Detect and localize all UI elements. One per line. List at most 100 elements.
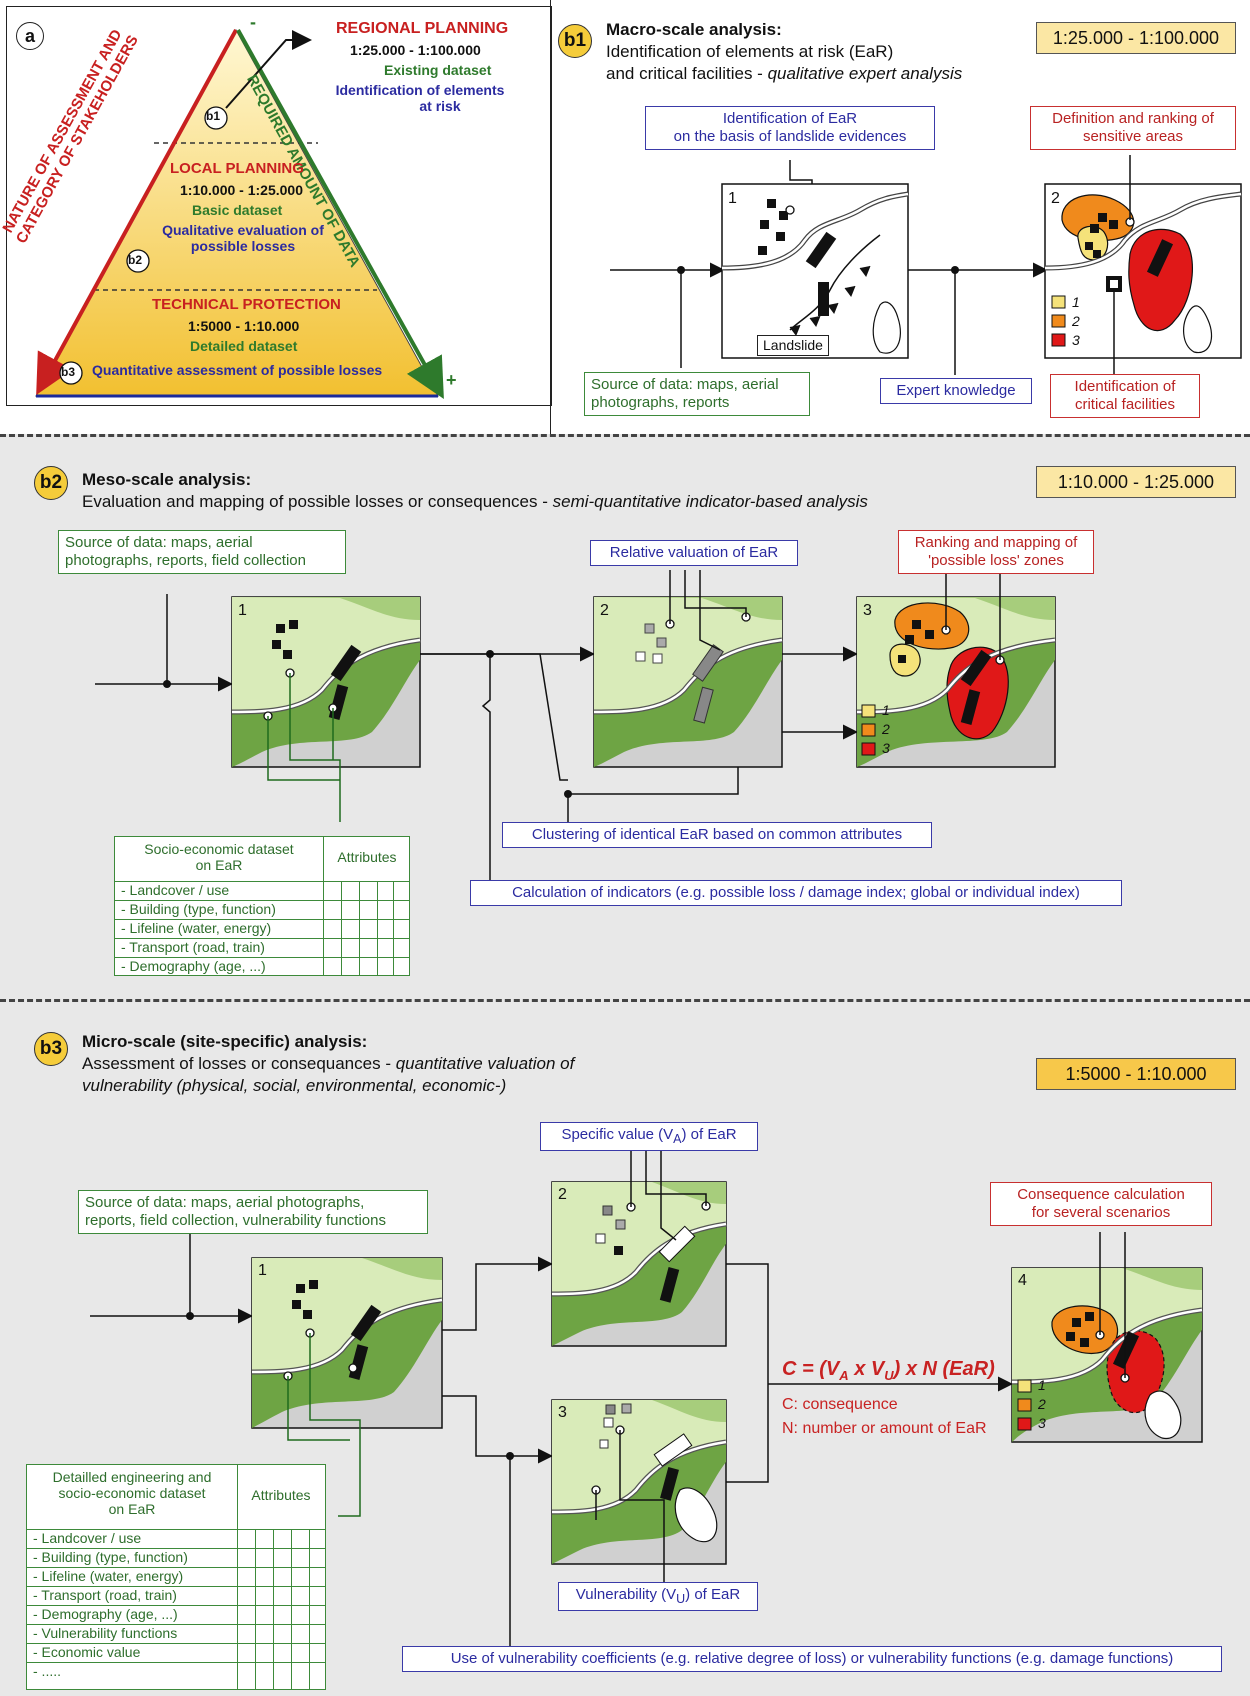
b3-box-conseq: Consequence calculation for several scen… (990, 1182, 1212, 1226)
b2-legend-3: 3 (882, 740, 890, 756)
b1-map-2 (1044, 183, 1242, 359)
tag-b1: b1 (206, 109, 221, 123)
tag-b3: b3 (61, 365, 76, 379)
b1-legend-1: 1 (1072, 294, 1080, 310)
plus-sign: + (446, 370, 457, 390)
table-row: - Transport (road, train) (115, 938, 409, 957)
b3-box-source: Source of data: maps, aerial photographs… (78, 1190, 428, 1234)
b3-map-1-num: 1 (258, 1262, 267, 1279)
regional-title: REGIONAL PLANNING (336, 20, 509, 37)
table-row: - Transport (road, train) (27, 1586, 325, 1605)
badge-a: a (16, 22, 44, 50)
table-row: - Lifeline (water, energy) (27, 1567, 325, 1586)
b2-map-3 (856, 596, 1056, 768)
divider-2 (0, 999, 1250, 1002)
b1-map-2-num: 2 (1051, 190, 1060, 207)
b2-scale: 1:10.000 - 1:25.000 (1036, 466, 1236, 498)
b2-map-2 (593, 596, 783, 768)
panel-b1 (550, 0, 1250, 434)
b2-map-1 (231, 596, 421, 768)
technical-scale: 1:5000 - 1:10.000 (188, 318, 300, 334)
b3-scale: 1:5000 - 1:10.000 (1036, 1058, 1236, 1090)
b2-map-3-num: 3 (863, 602, 872, 619)
b2-map-2-num: 2 (600, 602, 609, 619)
b2-box-relative: Relative valuation of EaR (590, 540, 798, 566)
b3-legend-1: 1 (1038, 1377, 1046, 1393)
technical-title: TECHNICAL PROTECTION (152, 296, 341, 313)
b1-landslide-label: Landslide (757, 335, 829, 356)
b2-table-head: Socio-economic dataset on EaR (144, 841, 294, 874)
b2-table-attr: Attributes (337, 849, 397, 865)
b3-def-n: N: number or amount of EaR (782, 1420, 987, 1437)
b1-legend-2: 2 (1072, 313, 1080, 329)
b3-box-vuln: Vulnerability (VU) of EaR (558, 1582, 758, 1611)
b1-box-critical: Identification of critical facilities (1050, 374, 1200, 418)
b3-map-4-num: 4 (1018, 1272, 1027, 1289)
b3-map-1 (251, 1257, 443, 1429)
b2-table: Socio-economic dataset on EaR Attributes… (114, 836, 410, 976)
technical-dataset: Detailed dataset (190, 338, 298, 354)
b3-map-2 (551, 1181, 727, 1347)
b3-table-head: Detailled engineering and socio-economic… (52, 1469, 212, 1518)
b3-legend-3: 3 (1038, 1415, 1046, 1431)
b3-legend-2: 2 (1038, 1396, 1046, 1412)
regional-desc: Identification of elements at risk (335, 82, 505, 115)
b2-title: Meso-scale analysis: (82, 470, 252, 489)
regional-scale: 1:25.000 - 1:100.000 (350, 42, 481, 58)
local-scale: 1:10.000 - 1:25.000 (180, 182, 303, 198)
b1-legend-3: 3 (1072, 332, 1080, 348)
b3-map-4 (1011, 1267, 1203, 1443)
b2-line1: Evaluation and mapping of possible losse… (82, 492, 868, 511)
table-row: - Vulnerability functions (27, 1624, 325, 1643)
badge-b1: b1 (558, 24, 592, 58)
b2-legend-2: 2 (882, 721, 890, 737)
technical-desc: Quantitative assessment of possible loss… (92, 362, 383, 378)
b3-table-attr: Attributes (251, 1487, 311, 1503)
table-row: - Building (type, function) (115, 900, 409, 919)
b1-box-source: Source of data: maps, aerial photographs… (584, 372, 810, 416)
b1-map-1 (721, 183, 909, 359)
b1-box-ear: Identification of EaR on the basis of la… (645, 106, 935, 150)
b3-map-3 (551, 1399, 727, 1565)
regional-dataset: Existing dataset (384, 62, 492, 78)
table-row: - Demography (age, ...) (27, 1605, 325, 1624)
b2-map-1-num: 1 (238, 602, 247, 619)
table-row: - Demography (age, ...) (115, 957, 409, 976)
b3-map-2-num: 2 (558, 1186, 567, 1203)
b3-table: Detailled engineering and socio-economic… (26, 1464, 326, 1690)
table-row: - ..... (27, 1662, 325, 1681)
badge-b2: b2 (34, 466, 68, 500)
b3-line2: vulnerability (physical, social, environ… (82, 1076, 507, 1095)
local-title: LOCAL PLANNING (170, 160, 304, 177)
b2-box-source: Source of data: maps, aerial photographs… (58, 530, 346, 574)
table-row: - Landcover / use (27, 1529, 325, 1548)
b3-map-3-num: 3 (558, 1404, 567, 1421)
b3-title: Micro-scale (site-specific) analysis: (82, 1032, 368, 1051)
b2-box-rank: Ranking and mapping of 'possible loss' z… (898, 530, 1094, 574)
table-row: - Lifeline (water, energy) (115, 919, 409, 938)
badge-b3: b3 (34, 1032, 68, 1066)
b2-box-cluster: Clustering of identical EaR based on com… (502, 822, 932, 848)
tag-b2: b2 (128, 253, 143, 267)
minus-sign: - (250, 12, 256, 32)
divider-1 (0, 434, 1250, 437)
b1-box-expert: Expert knowledge (880, 378, 1032, 404)
b1-line2: and critical facilities - qualitative ex… (606, 64, 963, 83)
b1-title: Macro-scale analysis: (606, 20, 782, 39)
b1-box-rank: Definition and ranking of sensitive area… (1030, 106, 1236, 150)
b3-box-use: Use of vulnerability coefficients (e.g. … (402, 1646, 1222, 1672)
b1-scale: 1:25.000 - 1:100.000 (1036, 22, 1236, 54)
table-row: - Building (type, function) (27, 1548, 325, 1567)
b3-def-c: C: consequence (782, 1396, 898, 1413)
table-row: - Economic value (27, 1643, 325, 1662)
b3-formula: C = (VA x VU) x N (EaR) (782, 1358, 995, 1383)
b3-box-specific: Specific value (VA) of EaR (540, 1122, 758, 1151)
local-desc: Qualitative evaluation of possible losse… (162, 222, 324, 255)
b2-legend-1: 1 (882, 702, 890, 718)
b1-map-1-num: 1 (728, 190, 737, 207)
table-row: - Landcover / use (115, 881, 409, 900)
local-dataset: Basic dataset (192, 202, 283, 218)
b3-line1: Assessment of losses or consequances - q… (82, 1054, 575, 1073)
panel-a (6, 6, 552, 406)
